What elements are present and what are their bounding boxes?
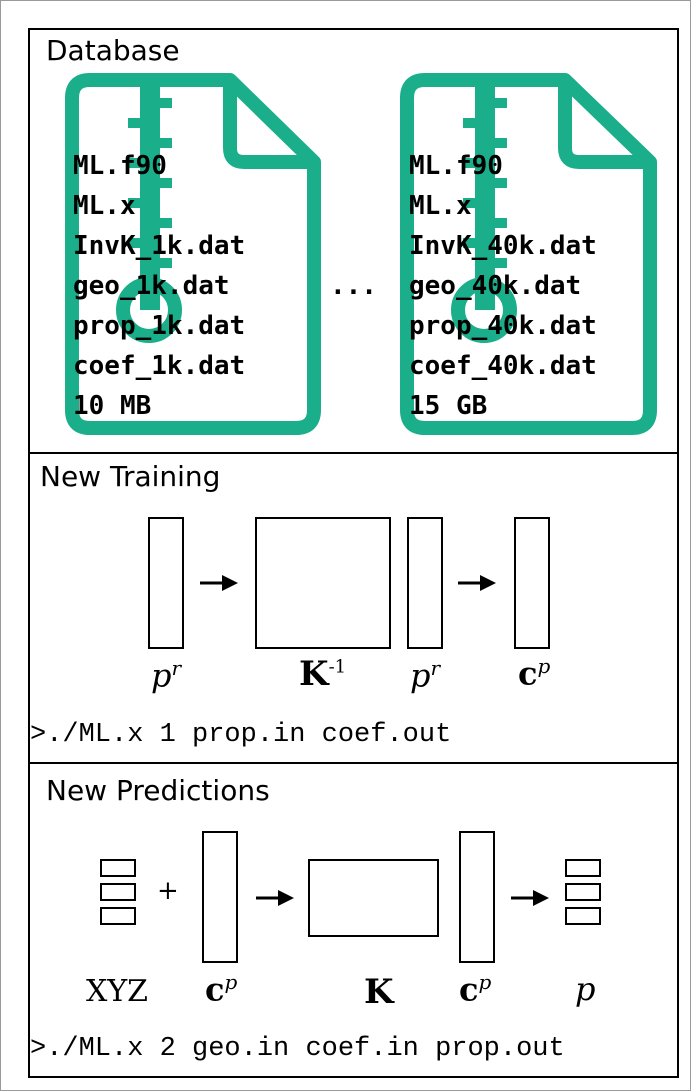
vector-cp-pred-1 <box>202 831 238 963</box>
file-left-line: ML.x <box>73 191 136 221</box>
file-right-line: ML.f90 <box>409 151 503 181</box>
label-pr-2-base: p <box>410 656 431 695</box>
file-right-line: geo_40k.dat <box>409 271 582 301</box>
label-cp-pred-1-base: c <box>205 970 225 1009</box>
xyz-cell-2 <box>100 883 136 901</box>
label-cp-pred-1-sup: p <box>224 970 238 994</box>
arrow-pred-2 <box>511 890 549 906</box>
p-cell-3 <box>565 907 601 925</box>
p-cell-2 <box>565 883 601 901</box>
database-title: Database <box>46 34 180 67</box>
label-cp-pred-2-base: c <box>459 970 479 1009</box>
file-right-line: prop_40k.dat <box>409 311 597 341</box>
label-pr-2-sup: r <box>430 656 441 680</box>
arrow-train-2 <box>458 575 496 591</box>
file-left-line: ML.f90 <box>73 151 167 181</box>
label-xyz: XYZ <box>86 974 149 1009</box>
ellipsis: ... <box>330 271 377 301</box>
p-cell-1 <box>565 859 601 877</box>
prediction-command: >./ML.x 2 geo.in coef.in prop.out <box>30 1034 565 1064</box>
zipper-teeth-right <box>463 82 507 310</box>
label-cp-train-base: c <box>518 654 538 693</box>
file-right-contents: ML.f90 ML.x InvK_40k.dat geo_40k.dat pro… <box>409 146 597 426</box>
vector-cp-train <box>514 517 550 649</box>
plus-sign: + <box>157 876 179 906</box>
file-left-line: prop_1k.dat <box>73 311 246 341</box>
label-cp-pred-1: cp <box>205 970 237 1009</box>
label-k: K <box>364 972 394 1012</box>
label-kinv: K-1 <box>299 654 346 694</box>
zipper-teeth-left <box>128 82 172 310</box>
label-kinv-base: K <box>299 654 329 694</box>
file-left-contents: ML.f90 ML.x InvK_1k.dat geo_1k.dat prop_… <box>73 146 245 426</box>
file-right-line: coef_40k.dat <box>409 351 597 381</box>
label-pr-1-sup: r <box>171 656 182 680</box>
section-divider-2 <box>28 762 679 764</box>
vector-cp-pred-2 <box>459 831 495 963</box>
training-command: >./ML.x 1 prop.in coef.out <box>30 720 452 750</box>
matrix-kinv <box>255 517 391 649</box>
prediction-title: New Predictions <box>46 774 270 807</box>
label-cp-pred-2-sup: p <box>478 970 492 994</box>
file-right-line: ML.x <box>409 191 472 221</box>
label-cp-train-sup: p <box>537 654 551 678</box>
file-left-size: 10 MB <box>73 391 152 421</box>
file-left-line: coef_1k.dat <box>73 351 246 381</box>
label-pr-1: pr <box>151 656 181 695</box>
matrix-k <box>308 859 439 937</box>
label-pr-2: pr <box>410 656 440 695</box>
arrow-train-1 <box>200 575 238 591</box>
label-kinv-sup: -1 <box>328 656 347 678</box>
label-pr-1-base: p <box>151 656 172 695</box>
arrow-pred-1 <box>256 890 294 906</box>
figure-frame <box>28 28 679 1078</box>
file-right-line: InvK_40k.dat <box>409 231 597 261</box>
vector-pr-1 <box>148 517 184 649</box>
section-divider-1 <box>28 452 679 454</box>
label-p: p <box>575 970 596 1008</box>
label-cp-train: cp <box>518 654 550 693</box>
training-title: New Training <box>40 460 221 493</box>
file-left-line: geo_1k.dat <box>73 271 230 301</box>
file-left-line: InvK_1k.dat <box>73 231 246 261</box>
xyz-cell-3 <box>100 907 136 925</box>
label-cp-pred-2: cp <box>459 970 491 1009</box>
xyz-cell-1 <box>100 859 136 877</box>
vector-pr-2 <box>407 517 443 649</box>
file-right-size: 15 GB <box>409 391 488 421</box>
